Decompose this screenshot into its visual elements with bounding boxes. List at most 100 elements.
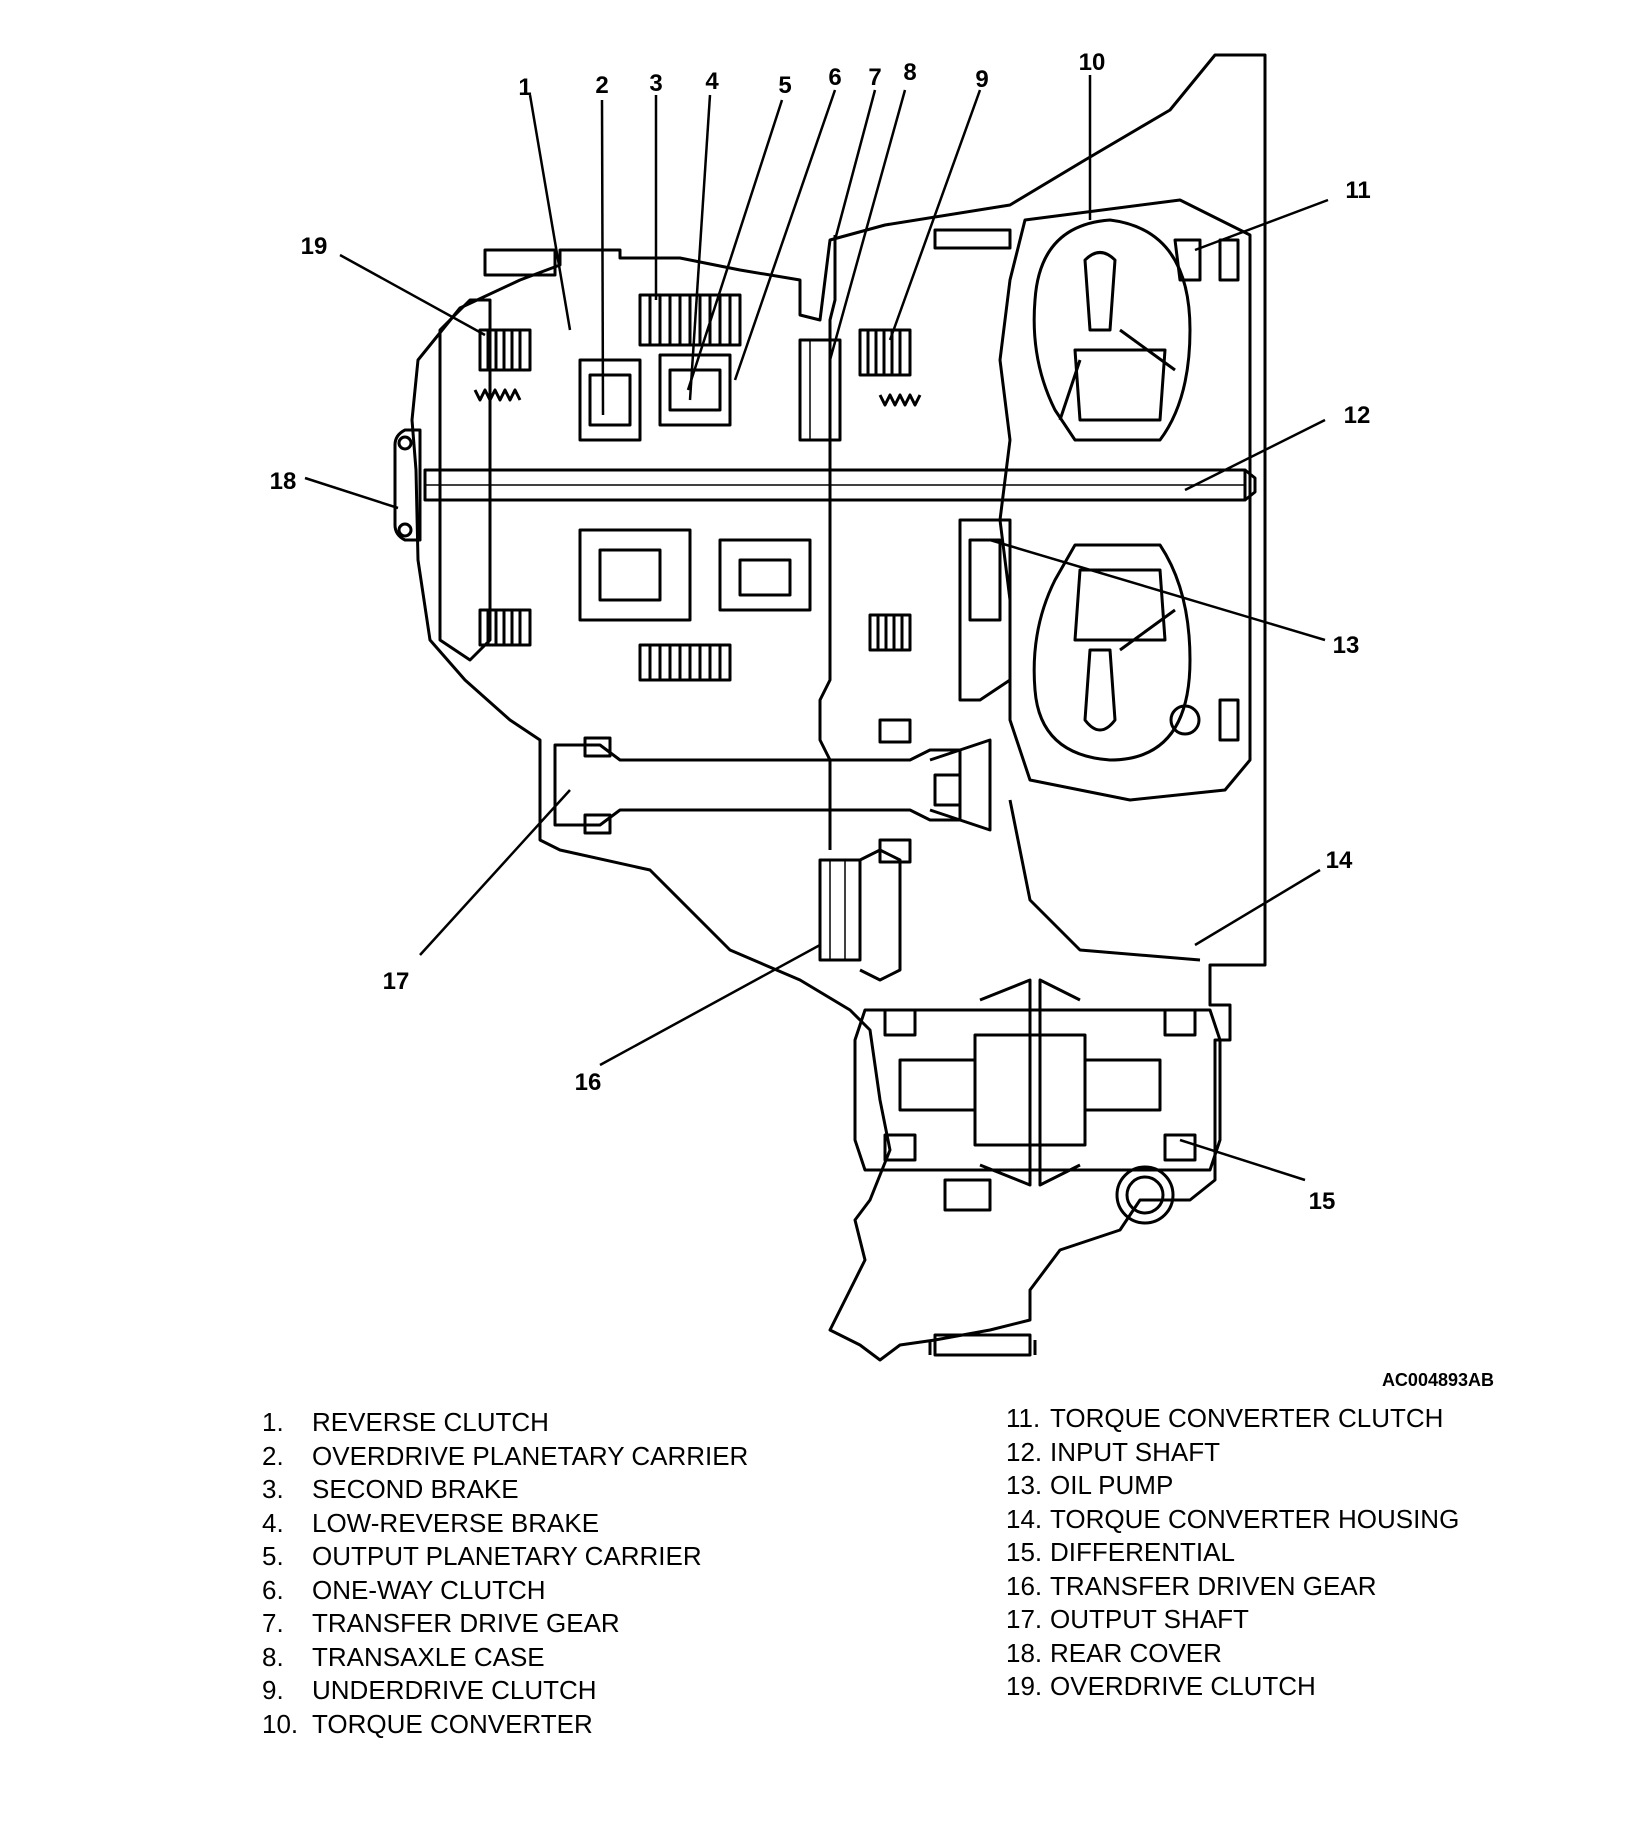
legend-label: ONE-WAY CLUTCH bbox=[312, 1574, 546, 1605]
legend-label: OUTPUT PLANETARY CARRIER bbox=[312, 1541, 702, 1571]
legend-item: 19.OVERDRIVE CLUTCH bbox=[1006, 1670, 1459, 1704]
legend-number: 14. bbox=[1006, 1503, 1043, 1534]
torque-converter-upper bbox=[1032, 218, 1192, 442]
legend-label: LOW-REVERSE BRAKE bbox=[312, 1507, 600, 1538]
callout-13: 13 bbox=[1333, 632, 1360, 659]
legend-item: 16.TRANSFER DRIVEN GEAR bbox=[1006, 1570, 1459, 1604]
callout-8: 8 bbox=[903, 59, 916, 86]
legend-label: OVERDRIVE PLANETARY CARRIER bbox=[312, 1440, 749, 1471]
legend-item: 14.TORQUE CONVERTER HOUSING bbox=[1006, 1503, 1459, 1537]
transaxle-housing-outline bbox=[410, 53, 1267, 1362]
legend-right-column: 11. TORQUE CONVERTER CLUTCH 12.INPUT SHAF… bbox=[1006, 1402, 1459, 1704]
transaxle-case-wall bbox=[818, 235, 837, 850]
legend-number: 2. bbox=[262, 1440, 284, 1471]
rear-case-wall bbox=[438, 298, 492, 662]
lower-housing-lobe bbox=[1008, 799, 1201, 962]
legend-item: 11. TORQUE CONVERTER CLUTCH bbox=[1006, 1402, 1459, 1436]
rear-cover bbox=[393, 428, 422, 542]
legend-label: UNDERDRIVE CLUTCH bbox=[312, 1675, 597, 1705]
callout-18: 18 bbox=[270, 468, 297, 495]
legend-number: 7. bbox=[262, 1608, 284, 1638]
transfer-driven-gear bbox=[818, 858, 862, 962]
legend-number: 1. bbox=[262, 1407, 284, 1437]
legend-item: 13.OIL PUMP bbox=[1006, 1469, 1459, 1503]
legend-item: 2. OVERDRIVE PLANETARY CARRIER bbox=[262, 1440, 748, 1474]
drain-plug bbox=[933, 1333, 1032, 1357]
legend-number: 3. bbox=[262, 1474, 284, 1504]
legend-item: 15.DIFFERENTIAL bbox=[1006, 1536, 1459, 1570]
legend-item: 10. TORQUE CONVERTER bbox=[262, 1708, 748, 1742]
bell-housing bbox=[998, 198, 1252, 802]
legend-number: 16. bbox=[1006, 1570, 1043, 1601]
legend-label: INPUT SHAFT bbox=[1050, 1436, 1220, 1467]
legend-number: 19. bbox=[1006, 1671, 1043, 1701]
legend-item: 17.OUTPUT SHAFT bbox=[1006, 1603, 1459, 1637]
differential-case bbox=[853, 1008, 1222, 1172]
callout-1: 1 bbox=[518, 74, 531, 101]
legend-item: 9. UNDERDRIVE CLUTCH bbox=[262, 1674, 748, 1708]
legend-item: 8.TRANSAXLE CASE bbox=[262, 1641, 748, 1675]
callout-15: 15 bbox=[1309, 1188, 1336, 1215]
callout-4: 4 bbox=[705, 68, 719, 95]
legend-number: 17. bbox=[1006, 1604, 1043, 1634]
callout-16: 16 bbox=[575, 1069, 602, 1096]
legend-label: TORQUE CONVERTER bbox=[312, 1708, 593, 1739]
callout-9: 9 bbox=[975, 66, 988, 93]
legend-item: 7. TRANSFER DRIVE GEAR bbox=[262, 1607, 748, 1641]
legend-item: 18.REAR COVER bbox=[1006, 1637, 1459, 1671]
legend-number: 5. bbox=[262, 1541, 284, 1571]
legend-item: 6. ONE-WAY CLUTCH bbox=[262, 1574, 748, 1608]
transfer-drive-gear bbox=[798, 338, 842, 442]
callout-7: 7 bbox=[868, 64, 881, 91]
legend-item: 4. LOW-REVERSE BRAKE bbox=[262, 1507, 748, 1541]
brake-clutch-packs bbox=[638, 293, 742, 682]
legend-number: 15. bbox=[1006, 1537, 1043, 1567]
legend-label: TRANSAXLE CASE bbox=[312, 1641, 545, 1672]
legend-label: SECOND BRAKE bbox=[312, 1474, 519, 1504]
legend-number: 18. bbox=[1006, 1637, 1043, 1668]
figure-code: AC004893AB bbox=[1382, 1370, 1494, 1390]
legend-number: 10. bbox=[262, 1708, 299, 1739]
legend-item: 5. OUTPUT PLANETARY CARRIER bbox=[262, 1540, 748, 1574]
legend-label: TRANSFER DRIVEN GEAR bbox=[1050, 1570, 1377, 1601]
callout-12: 12 bbox=[1344, 402, 1371, 429]
torque-converter-clutch bbox=[1173, 238, 1202, 282]
legend-number: 11. bbox=[1006, 1403, 1041, 1433]
callout-17: 17 bbox=[383, 968, 410, 995]
planetary-carriers bbox=[578, 353, 812, 622]
callout-3: 3 bbox=[649, 70, 662, 97]
callout-2: 2 bbox=[595, 72, 608, 99]
callout-6: 6 bbox=[828, 64, 841, 91]
underdrive-clutch-pack bbox=[858, 328, 922, 652]
legend-item: 1. REVERSE CLUTCH bbox=[262, 1406, 748, 1440]
legend-label: TRANSFER DRIVE GEAR bbox=[312, 1608, 620, 1638]
leader-lines bbox=[304, 75, 1329, 1182]
legend-number: 12. bbox=[1006, 1436, 1043, 1467]
legend-number: 4. bbox=[262, 1507, 284, 1538]
legend-label: TORQUE CONVERTER CLUTCH bbox=[1050, 1403, 1444, 1433]
legend-item: 12.INPUT SHAFT bbox=[1006, 1436, 1459, 1470]
torque-converter-lower bbox=[1032, 543, 1192, 762]
callout-10: 10 bbox=[1079, 49, 1106, 76]
callout-11: 11 bbox=[1345, 177, 1370, 204]
legend-number: 13. bbox=[1006, 1470, 1043, 1500]
legend-label: OVERDRIVE CLUTCH bbox=[1050, 1671, 1316, 1701]
oil-pump bbox=[958, 518, 1012, 702]
overdrive-clutch-pack bbox=[473, 328, 532, 647]
legend-number: 6. bbox=[262, 1574, 284, 1605]
legend-label: DIFFERENTIAL bbox=[1050, 1537, 1235, 1567]
output-shaft bbox=[553, 743, 962, 827]
callout-14: 14 bbox=[1326, 847, 1353, 874]
callout-5: 5 bbox=[778, 72, 791, 99]
legend-left-column: 1. REVERSE CLUTCH 2. OVERDRIVE PLANETARY C… bbox=[262, 1406, 748, 1741]
legend-label: OIL PUMP bbox=[1050, 1470, 1174, 1500]
legend-label: REVERSE CLUTCH bbox=[312, 1407, 549, 1437]
legend-label: TORQUE CONVERTER HOUSING bbox=[1050, 1503, 1460, 1534]
legend-number: 9. bbox=[262, 1675, 284, 1705]
legend-item: 3. SECOND BRAKE bbox=[262, 1473, 748, 1507]
legend-label: REAR COVER bbox=[1050, 1637, 1222, 1668]
callout-numbers: 1 2 3 4 5 6 7 8 9 10 11 12 13 14 15 16 1… bbox=[270, 49, 1371, 1215]
legend-label: OUTPUT SHAFT bbox=[1050, 1604, 1249, 1634]
callout-19: 19 bbox=[301, 233, 328, 260]
